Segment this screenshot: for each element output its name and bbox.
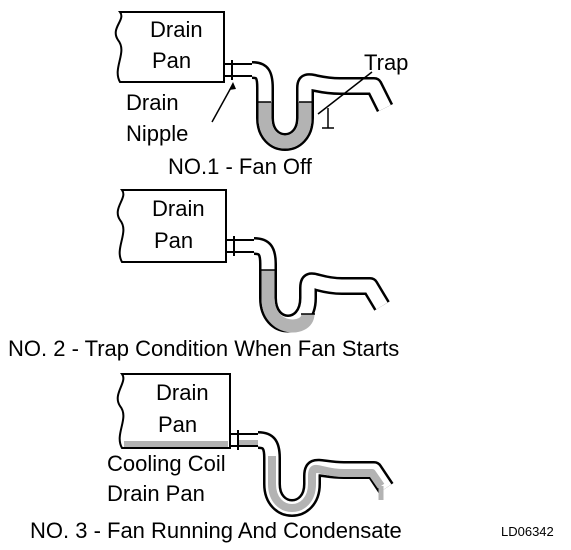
drain-nipple-label-line2: Nipple xyxy=(126,121,188,146)
cooling-coil-label-line1: Cooling Coil xyxy=(107,451,226,476)
drain-nipple-1 xyxy=(224,60,254,80)
drain-nipple-3 xyxy=(230,430,260,450)
drain-pan-3 xyxy=(116,373,231,449)
panel-fan-running: Drain Pan Cooling Coil Drain Pan NO. 3 -… xyxy=(30,373,402,543)
drain-pan-2 xyxy=(116,189,227,263)
drain-pan-2-label-line1: Drain xyxy=(152,196,205,221)
drain-pan-1-label-line2: Pan xyxy=(152,48,191,73)
drawing-code: LD06342 xyxy=(501,524,554,539)
trap-leader-line xyxy=(317,71,373,115)
trap-label: Trap xyxy=(364,50,408,75)
panel-fan-off: Drain Pan Trap Drain Nipple NO.1 - Fan O… xyxy=(114,11,408,179)
nipple-leader-line xyxy=(211,83,234,123)
drain-nipple-2 xyxy=(226,236,256,256)
cooling-coil-label-line2: Drain Pan xyxy=(107,481,205,506)
drain-pan-1-label-line1: Drain xyxy=(150,17,203,42)
drain-pan-2-label-line2: Pan xyxy=(154,228,193,253)
trap-water-2 xyxy=(261,270,315,333)
trap-water-1 xyxy=(258,102,312,149)
drain-pan-3-label-line2: Pan xyxy=(158,412,197,437)
panel2-caption: NO. 2 - Trap Condition When Fan Starts xyxy=(8,336,399,361)
trap-water-3 xyxy=(268,456,385,512)
panel1-caption: NO.1 - Fan Off xyxy=(168,154,313,179)
drain-pan-3-label-line1: Drain xyxy=(156,380,209,405)
panel-fan-starts: Drain Pan NO. 2 - Trap Condition When Fa… xyxy=(8,189,399,361)
panel3-caption: NO. 3 - Fan Running And Condensate xyxy=(30,518,402,543)
drain-pan-1 xyxy=(114,11,225,83)
pan-condensate-3 xyxy=(124,441,228,447)
trap-height-marker-1 xyxy=(322,108,334,129)
drain-nipple-label-line1: Drain xyxy=(126,90,179,115)
